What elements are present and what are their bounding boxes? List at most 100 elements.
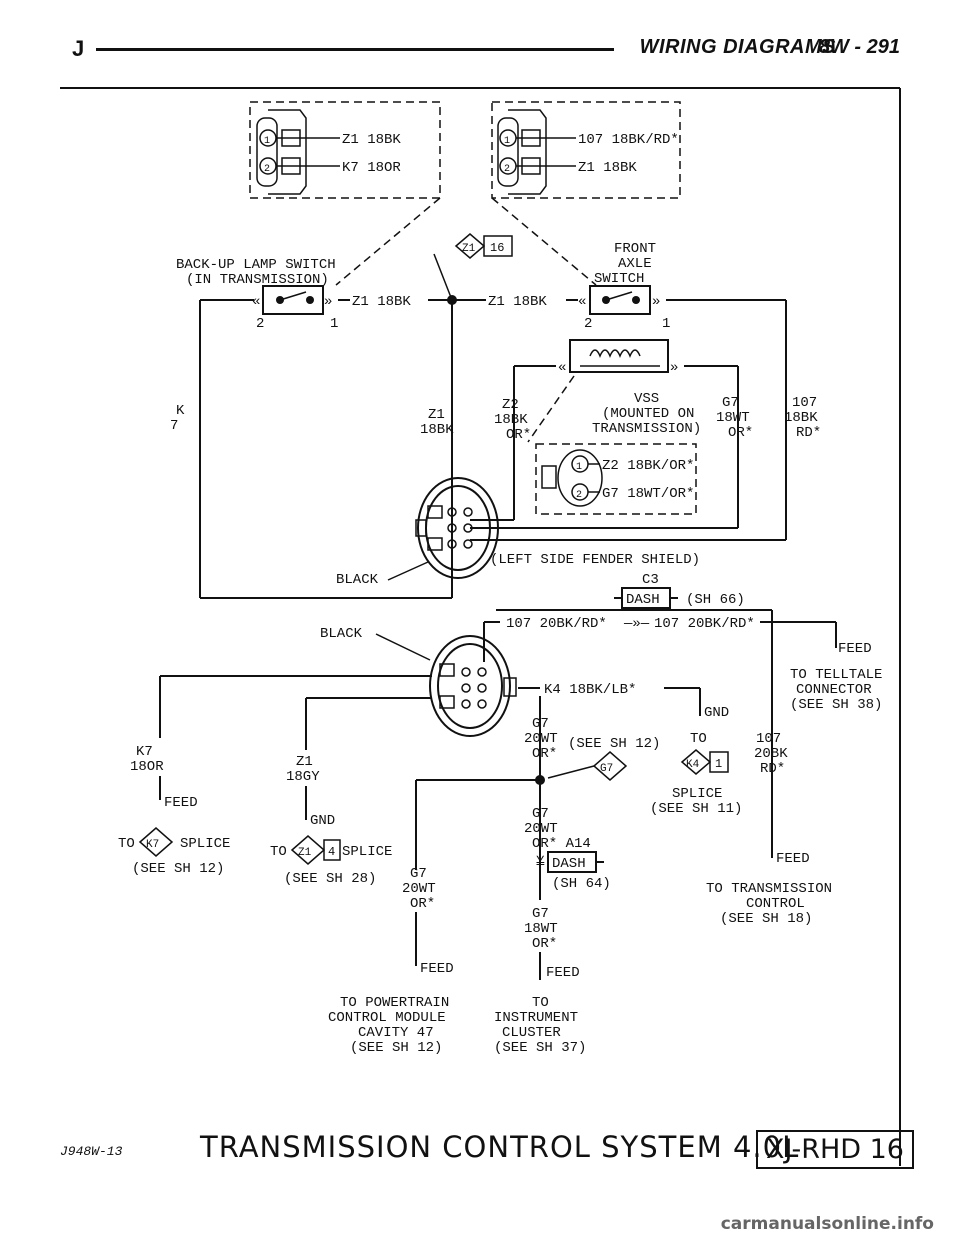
pcm-3: CAVITY 47: [358, 1025, 434, 1041]
black-label-bottom: BLACK: [320, 626, 363, 642]
axle-pin-1: 1: [662, 316, 670, 332]
z2-label-1: Z2: [502, 397, 519, 413]
vss-connector-inset: 1 2 Z2 18BK/OR* G7 18WT/OR*: [535, 443, 697, 515]
axle-pin2-label: Z1 18BK: [578, 160, 637, 176]
z1-18bk-left: Z1 18BK: [352, 294, 411, 310]
z1-18bk-right: Z1 18BK: [488, 294, 547, 310]
left-side-fender-label: (LEFT SIDE FENDER SHIELD): [490, 552, 700, 568]
g7-pcm-1: G7: [410, 866, 427, 882]
svg-text:1: 1: [504, 136, 510, 147]
figure-id: J948W-13: [60, 1144, 123, 1159]
vss-pin1-label: Z2 18BK/OR*: [602, 458, 694, 474]
g7-20-3: OR*: [532, 746, 557, 762]
w107-label-2: 18BK: [784, 410, 818, 426]
k4-label: K4 18BK/LB*: [544, 682, 636, 698]
backup-connector-inset: 1 2 Z1 18BK K7 18OR: [249, 101, 441, 286]
feed-telltale: FEED: [838, 641, 872, 657]
vss-sensor: « »: [513, 339, 739, 528]
section-letter: J: [72, 36, 85, 61]
cluster-3: CLUSTER: [502, 1025, 561, 1041]
system-title: TRANSMISSION CONTROL SYSTEM 4.0L: [200, 1130, 800, 1164]
dash-text-a14: DASH: [552, 856, 586, 872]
k4-box: [709, 751, 729, 773]
z1-16-splice-symbol: Z1 16: [433, 233, 513, 301]
backup-switch-label-1: BACK-UP LAMP SWITCH: [176, 257, 336, 273]
z1-18gy-1: Z1: [296, 754, 313, 770]
splice-k7: SPLICE: [180, 836, 230, 852]
k4-diamond-b: 1: [715, 757, 722, 771]
k7-label-2: 7: [170, 418, 178, 434]
see12-k7: (SEE SH 12): [132, 861, 224, 877]
svg-text:2: 2: [264, 164, 270, 175]
z1-18gy-2: 18GY: [286, 769, 320, 785]
w107-20bk-3: RD*: [760, 761, 785, 777]
vss-label-3: TRANSMISSION): [592, 421, 701, 437]
z1-vert-label-1: Z1: [428, 407, 445, 423]
svg-text:2: 2: [576, 490, 582, 501]
header-rule: [96, 48, 614, 51]
switch-row: «» 2 1 Z1 18BK Z1 18BK « » 2 1: [200, 285, 786, 332]
g7-18b-2: 18WT: [524, 921, 558, 937]
g7-18-label-2: 18WT: [716, 410, 750, 426]
z1-box: [323, 839, 341, 861]
sh66-label: (SH 66): [686, 592, 745, 608]
backup-pin2-label: K7 18OR: [342, 160, 401, 176]
z2-label-3: OR*: [506, 427, 531, 443]
feed-trans: FEED: [776, 851, 810, 867]
backup-pin1-label: Z1 18BK: [342, 132, 401, 148]
z1-16-b: 16: [490, 241, 504, 255]
g7-diamond-label: G7: [600, 763, 613, 775]
k7-diamond-label: K7: [146, 839, 159, 851]
w107-20bk-1: 107: [756, 731, 781, 747]
c3-dash-text: DASH: [626, 592, 660, 608]
svg-text:»: »: [670, 360, 678, 376]
g7-a14-1: G7: [532, 806, 549, 822]
telltale-label-1: TO TELLTALE: [790, 667, 882, 683]
front-axle-label-3: SWITCH: [594, 271, 644, 287]
to-z1: TO: [270, 844, 287, 860]
k4-diamond-a: K4: [686, 759, 700, 771]
g7-pointer: [547, 765, 595, 779]
feed-k7: FEED: [164, 795, 198, 811]
w107-label-1: 107: [792, 395, 817, 411]
k7-18or-2: 18OR: [130, 759, 164, 775]
gnd-z1: GND: [310, 813, 335, 829]
g7-18b-3: OR*: [532, 936, 557, 952]
backup-pin-1: 1: [330, 316, 338, 332]
front-axle-label-1: FRONT: [614, 241, 656, 257]
svg-text:«: «: [558, 360, 566, 376]
axle-connector-inset: 1 2 107 18BK/RD* Z1 18BK: [491, 101, 681, 286]
splice11-2: (SEE SH 11): [650, 801, 742, 817]
svg-text:»: »: [324, 294, 332, 310]
svg-text:«: «: [252, 294, 260, 310]
backup-pin-2: 2: [256, 316, 264, 332]
c3-label: C3: [642, 572, 659, 588]
telltale-label-3: (SEE SH 38): [790, 697, 882, 713]
feed-pcm: FEED: [420, 961, 454, 977]
feed-cluster: FEED: [546, 965, 580, 981]
cluster-2: INSTRUMENT: [494, 1010, 578, 1026]
see12-g7: (SEE SH 12): [568, 736, 660, 752]
splice-z1: SPLICE: [342, 844, 392, 860]
axle-pin-2: 2: [584, 316, 592, 332]
svg-text:»: »: [652, 294, 660, 310]
vehicle-code: XJ-RHD 16: [755, 1130, 914, 1169]
sh64-label: (SH 64): [552, 876, 611, 892]
gnd-k4: GND: [704, 705, 729, 721]
pcm-2: CONTROL MODULE: [328, 1010, 446, 1026]
vss-label-1: VSS: [634, 391, 659, 407]
g7-18-label-3: OR*: [728, 425, 753, 441]
vss-pin2-label: G7 18WT/OR*: [602, 486, 694, 502]
g7-18b-1: G7: [532, 906, 549, 922]
z1-diamond-b: 4: [328, 845, 335, 859]
axle-pin1-label: 107 18BK/RD*: [578, 132, 679, 148]
to-k7: TO: [118, 836, 135, 852]
g7-20-2: 20WT: [524, 731, 558, 747]
k7-18or-1: K7: [136, 744, 153, 760]
front-axle-label-2: AXLE: [618, 256, 652, 272]
z1-16-a: Z1: [462, 243, 476, 255]
z1-vert-label-2: 18BK: [420, 422, 454, 438]
backup-switch-label-2: (IN TRANSMISSION): [186, 272, 329, 288]
svg-text:1: 1: [264, 136, 270, 147]
